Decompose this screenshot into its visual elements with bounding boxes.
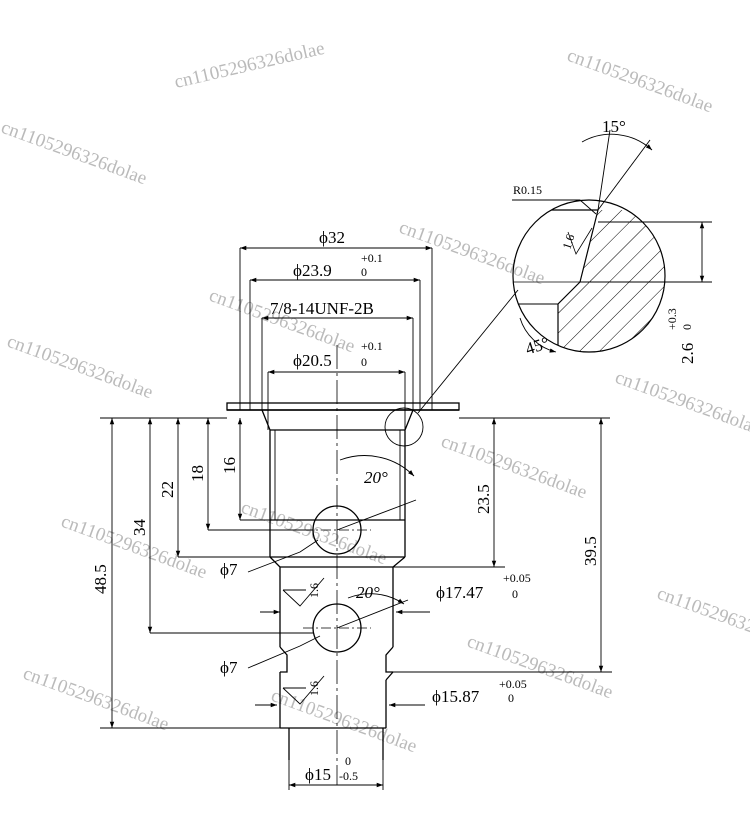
- dim-22: 22: [158, 481, 177, 498]
- right-dimensions: [393, 417, 612, 673]
- dim-phi23-9-tol-upper: +0.1: [361, 251, 383, 265]
- detail-depth-tol-upper: +0.3: [665, 308, 679, 330]
- dim-thread: 7/8-14UNF-2B: [270, 299, 374, 318]
- dim-phi17-47-tol-lower: 0: [512, 587, 518, 601]
- left-dimensions: [100, 417, 313, 729]
- dim-phi15: ϕ15: [305, 765, 331, 784]
- watermark: cn1105296326dolae: [0, 117, 150, 189]
- dim-phi20-5-tol-lower: 0: [361, 355, 367, 369]
- dim-34: 34: [130, 519, 149, 537]
- detail-dimensions: [512, 129, 712, 353]
- angle-dimensions: [247, 455, 430, 790]
- dim-phi7-lower: ϕ7: [220, 658, 238, 677]
- detail-depth: 2.6: [678, 343, 697, 364]
- dim-39-5: 39.5: [581, 536, 600, 566]
- dim-phi23-9: ϕ23.9: [293, 261, 332, 280]
- watermark: cn1105296326dolae: [464, 631, 615, 703]
- watermark: cn1105296326dolae: [396, 217, 547, 289]
- dim-phi32: ϕ32: [319, 228, 345, 247]
- dim-phi15-87-tol-lower: 0: [508, 691, 514, 705]
- dim-phi15-tol-lower: -0.5: [339, 769, 358, 783]
- dim-phi15-87-tol-upper: +0.05: [499, 677, 527, 691]
- watermark: cn1105296326dolae: [4, 331, 155, 403]
- detail-roughness: 1.6: [560, 232, 578, 251]
- dim-18: 18: [188, 465, 207, 482]
- roughness-1: 1.6: [307, 583, 321, 598]
- watermark: cn1105296326dolae: [654, 583, 750, 655]
- dim-phi15-87: ϕ15.87: [432, 687, 480, 706]
- dim-48-5: 48.5: [91, 564, 110, 594]
- detail-radius: R0.15: [513, 183, 542, 197]
- detail-marker-circle: [384, 407, 424, 447]
- dim-phi20-5-tol-upper: +0.1: [361, 339, 383, 353]
- top-dimensions: [239, 245, 433, 430]
- dim-phi17-47: ϕ17.47: [436, 583, 484, 602]
- dim-23-5: 23.5: [474, 484, 493, 514]
- watermark: cn1105296326dolae: [206, 285, 357, 357]
- watermark: cn1105296326dolae: [20, 663, 171, 735]
- dim-phi23-9-tol-lower: 0: [361, 265, 367, 279]
- roughness-symbols: [282, 577, 325, 705]
- angle-20-lower: 20°: [356, 583, 380, 602]
- roughness-2: 1.6: [307, 681, 321, 696]
- watermark: cn1105296326dolae: [564, 45, 715, 117]
- watermark: cn1105296326dolae: [612, 367, 750, 439]
- watermark: cn1105296326dolae: [172, 38, 326, 93]
- dim-phi17-47-tol-upper: +0.05: [503, 571, 531, 585]
- detail-leader: [417, 289, 519, 414]
- detail-depth-tol-lower: 0: [680, 324, 694, 330]
- watermark: cn1105296326dolae: [438, 431, 589, 503]
- dim-phi7-upper: ϕ7: [220, 560, 238, 579]
- angle-20-upper: 20°: [364, 468, 388, 487]
- dim-phi20-5: ϕ20.5: [293, 351, 332, 370]
- angle-45: 45°: [523, 333, 552, 358]
- watermarks: cn1105296326dolae cn1105296326dolae cn11…: [0, 38, 750, 757]
- angle-15: 15°: [602, 117, 626, 136]
- dim-phi15-tol-upper: 0: [345, 754, 351, 768]
- watermark: cn1105296326dolae: [238, 497, 389, 569]
- part-outline: [226, 402, 460, 760]
- dim-16: 16: [220, 457, 239, 474]
